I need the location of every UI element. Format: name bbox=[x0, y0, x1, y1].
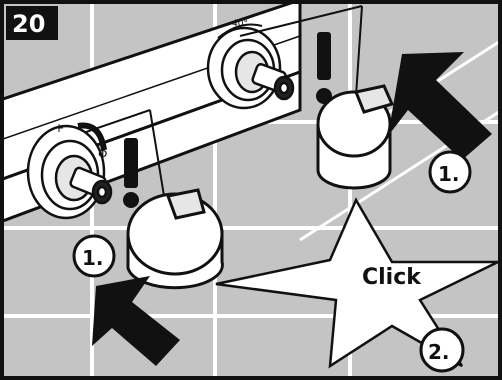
minus-marking: Φ bbox=[98, 147, 107, 161]
exclamation-icon bbox=[123, 138, 139, 208]
step-1-left-badge: 1. bbox=[74, 236, 114, 276]
exclamation-icon bbox=[316, 32, 332, 104]
left-knob bbox=[128, 190, 222, 288]
plus-marking: + bbox=[54, 121, 64, 135]
step-1-right-label: 1. bbox=[438, 162, 460, 186]
step-2-label: 2. bbox=[428, 340, 450, 364]
step-1-right-badge: 1. bbox=[430, 152, 470, 192]
step-number: 20 bbox=[12, 10, 45, 38]
step-1-left-label: 1. bbox=[82, 246, 104, 270]
click-label: Click bbox=[362, 265, 422, 290]
step-2-badge: 2. bbox=[421, 329, 463, 371]
degree-marking: 40° bbox=[232, 19, 248, 29]
right-knob bbox=[318, 86, 392, 188]
